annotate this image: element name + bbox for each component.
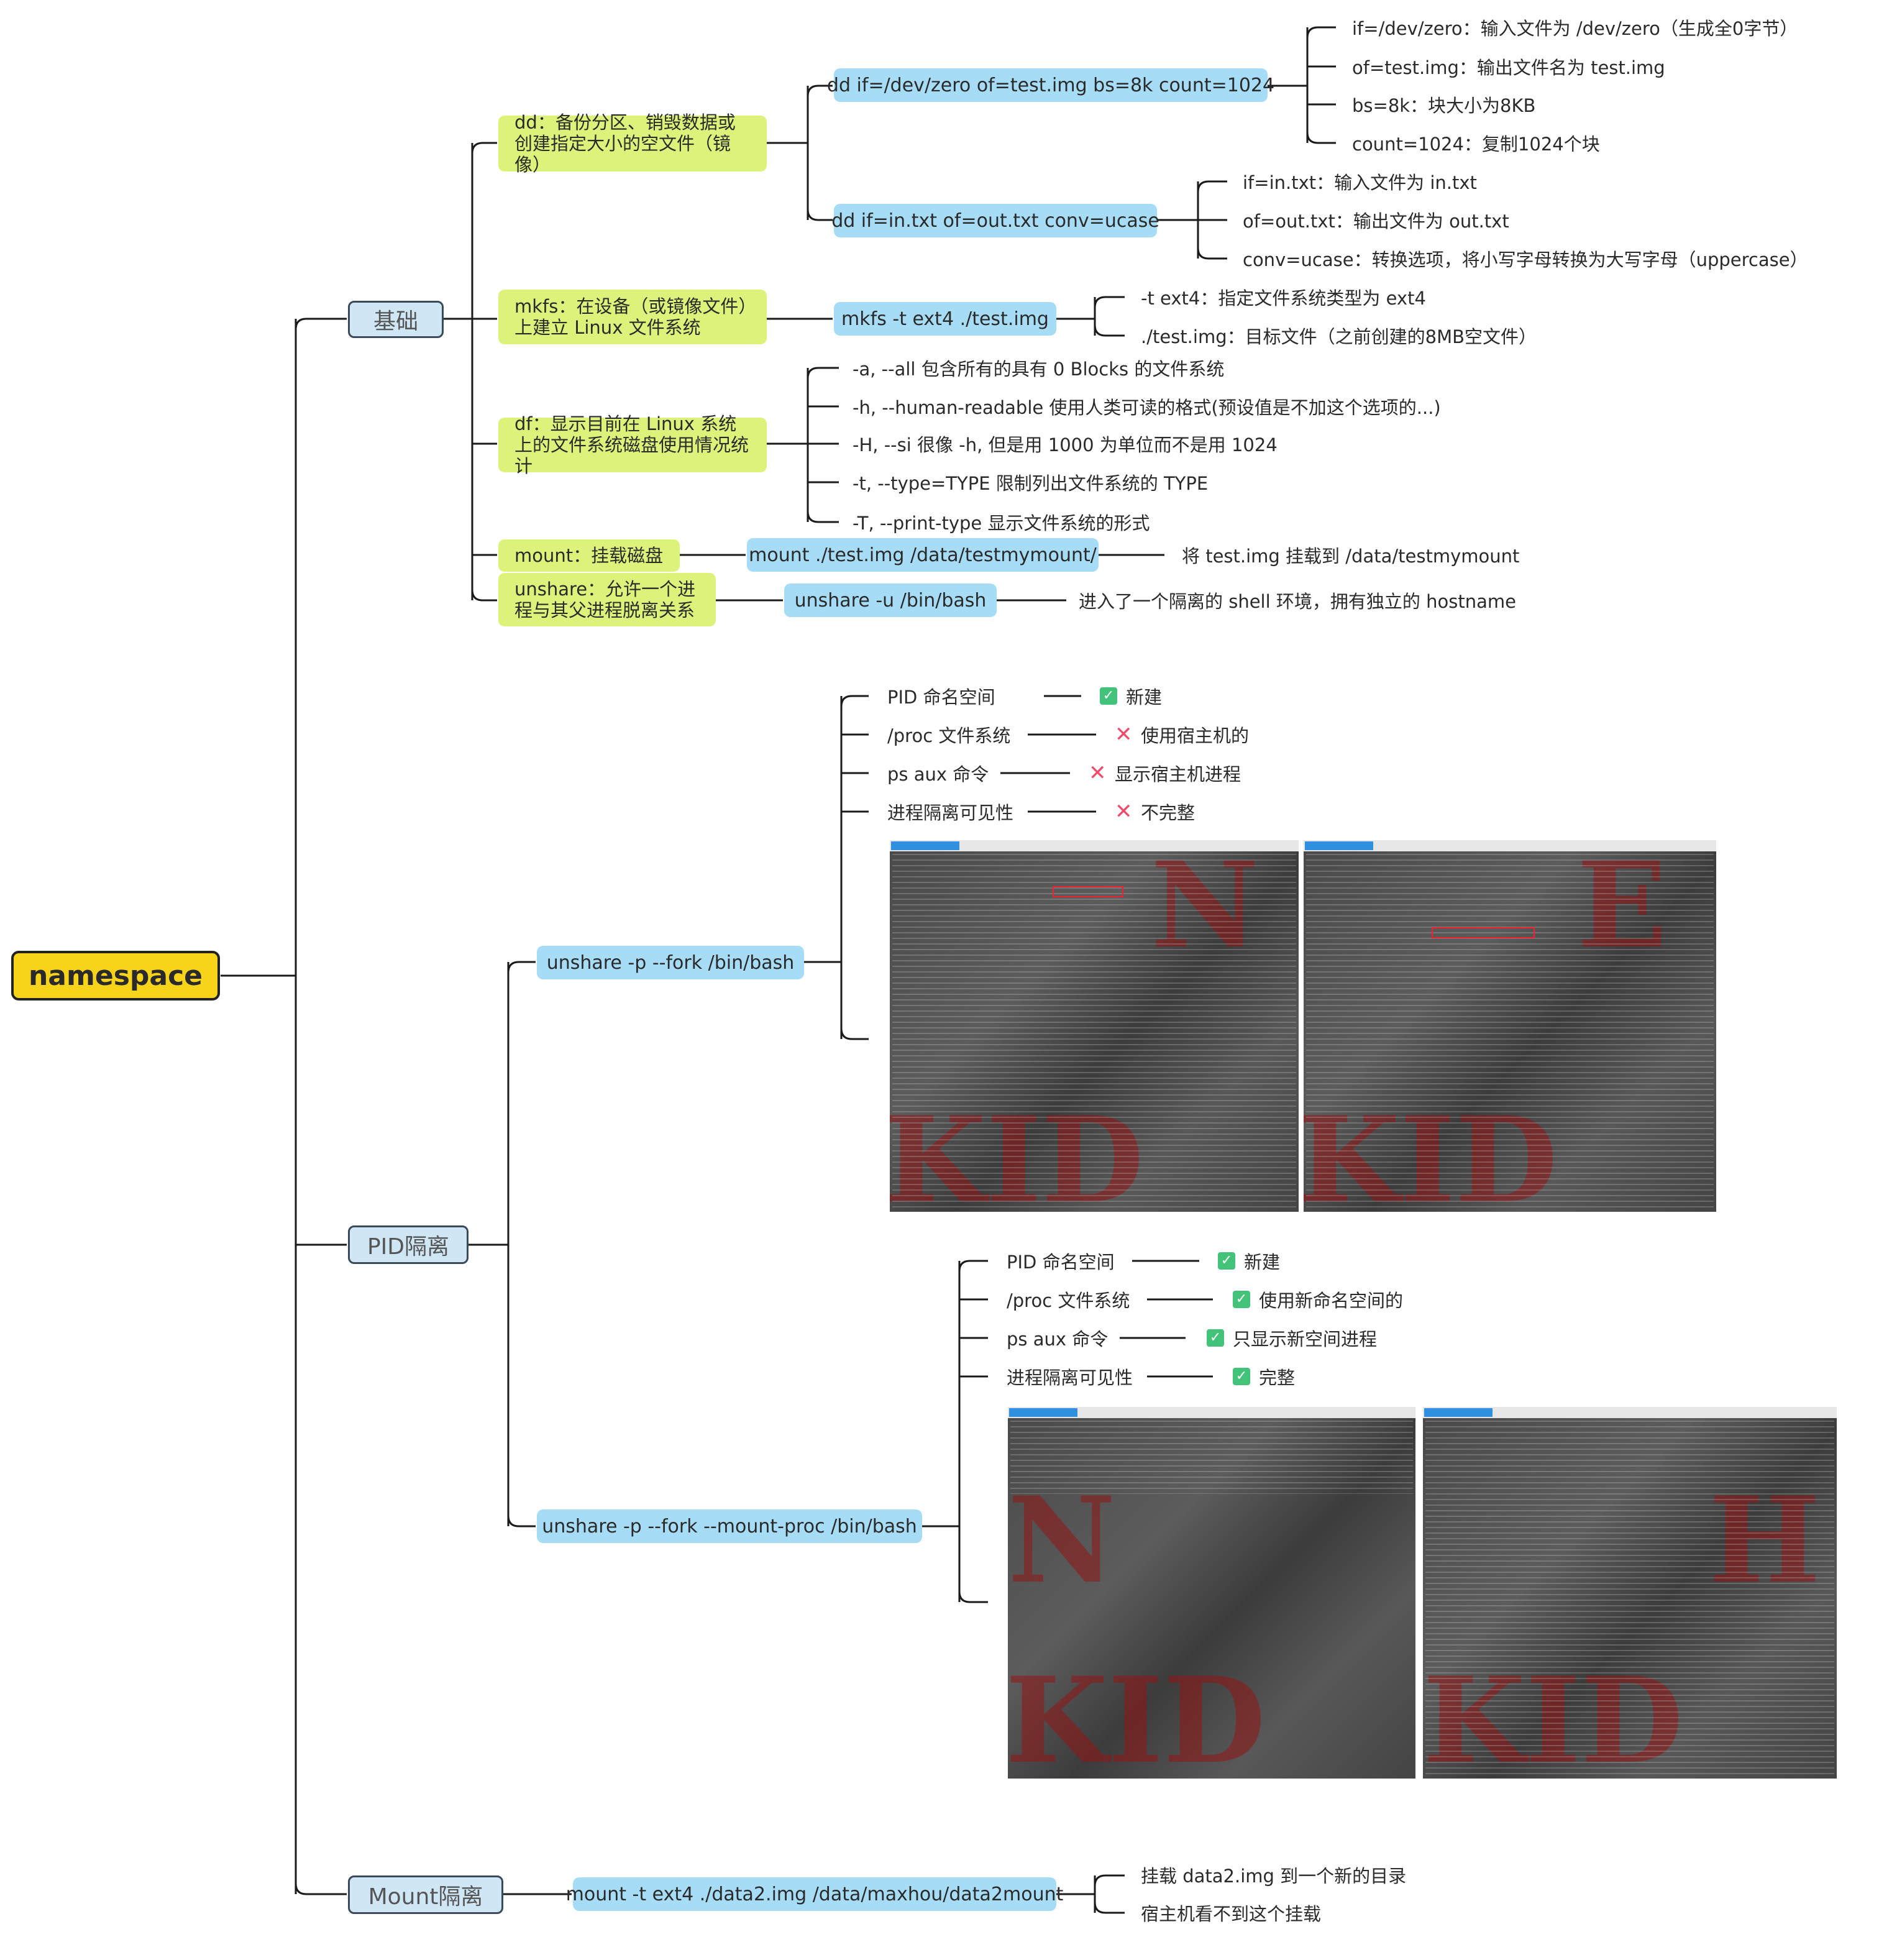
root-node[interactable]: namespace — [11, 951, 220, 1001]
pid1-row3-status: ✕ 显示宿主机进程 — [1089, 761, 1241, 785]
pid1-row2-status: ✕ 使用宿主机的 — [1115, 723, 1249, 746]
pid1-row4-status: ✕ 不完整 — [1115, 800, 1195, 823]
check-icon: ✓ — [1100, 687, 1117, 705]
pid1-row2-value: 使用宿主机的 — [1141, 725, 1250, 746]
pid1-row3-label: ps aux 命令 — [887, 764, 989, 785]
check-icon: ✓ — [1218, 1252, 1235, 1270]
mount-ns-detail-host-hidden: 宿主机看不到这个挂载 — [1141, 1903, 1322, 1925]
dd-node[interactable]: dd：备份分区、销毁数据或创建指定大小的空文件（镜像） — [498, 112, 767, 175]
pid1-row1-label: PID 命名空间 — [887, 687, 995, 708]
mount-ns-detail-new-dir: 挂载 data2.img 到一个新的目录 — [1141, 1866, 1407, 1887]
cross-icon: ✕ — [1089, 761, 1107, 785]
check-icon: ✓ — [1207, 1329, 1224, 1347]
dd-ucase-command[interactable]: dd if=in.txt of=out.txt conv=ucase — [831, 204, 1159, 237]
terminal-screenshot-host: N KID — [890, 840, 1299, 1212]
pid2-row3-label: ps aux 命令 — [1007, 1329, 1109, 1350]
df-option-all: -a, --all 包含所有的具有 0 Blocks 的文件系统 — [853, 359, 1225, 380]
unshare-command[interactable]: unshare -u /bin/bash — [784, 584, 997, 617]
pid-mount-proc-command[interactable]: unshare -p --fork --mount-proc /bin/bash — [537, 1509, 922, 1543]
dd2-detail-conv: conv=ucase：转换选项，将小写字母转换为大写字母（uppercase） — [1243, 249, 1808, 270]
mount-command[interactable]: mount ./test.img /data/testmymount/ — [747, 538, 1099, 572]
pid2-row2-value: 使用新命名空间的 — [1259, 1290, 1404, 1311]
mount-ns-command[interactable]: mount -t ext4 ./data2.img /data/maxhou/d… — [566, 1877, 1063, 1911]
df-option-si: -H, --si 很像 -h, 但是用 1000 为单位而不是用 1024 — [853, 434, 1278, 456]
unshare-result: 进入了一个隔离的 shell 环境，拥有独立的 hostname — [1079, 591, 1516, 612]
pid1-row2-label: /proc 文件系统 — [887, 725, 1011, 746]
dd-detail-bs: bs=8k：块大小为8KB — [1352, 95, 1536, 116]
pid1-row1-value: 新建 — [1126, 687, 1163, 708]
df-option-print-type: -T, --print-type 显示文件系统的形式 — [853, 513, 1150, 534]
category-mount[interactable]: Mount隔离 — [348, 1875, 503, 1914]
df-node[interactable]: df：显示目前在 Linux 系统上的文件系统磁盘使用情况统计 — [498, 413, 767, 477]
pid2-row4-status: ✓ 完整 — [1233, 1365, 1295, 1388]
unshare-node[interactable]: unshare：允许一个进程与其父进程脱离关系 — [498, 573, 716, 626]
mount-node[interactable]: mount：挂载磁盘 — [498, 539, 680, 572]
check-icon: ✓ — [1233, 1368, 1250, 1385]
cross-icon: ✕ — [1115, 722, 1133, 747]
dd-detail-of: of=test.img：输出文件名为 test.img — [1352, 57, 1665, 78]
mkfs-command[interactable]: mkfs -t ext4 ./test.img — [834, 302, 1056, 336]
pid1-row4-label: 进程隔离可见性 — [887, 802, 1014, 823]
category-pid[interactable]: PID隔离 — [348, 1225, 469, 1264]
pid2-row2-label: /proc 文件系统 — [1007, 1290, 1130, 1311]
pid2-row2-status: ✓ 使用新命名空间的 — [1233, 1288, 1403, 1311]
dd-zero-command[interactable]: dd if=/dev/zero of=test.img bs=8k count=… — [827, 68, 1274, 102]
pid2-row4-label: 进程隔离可见性 — [1007, 1367, 1133, 1388]
mkfs-detail-type: -t ext4：指定文件系统类型为 ext4 — [1141, 288, 1426, 309]
pid1-row1-status: ✓ 新建 — [1100, 685, 1163, 708]
pid1-row3-value: 显示宿主机进程 — [1115, 764, 1241, 785]
mkfs-detail-target: ./test.img：目标文件（之前创建的8MB空文件） — [1141, 326, 1537, 347]
pid2-row1-label: PID 命名空间 — [1007, 1252, 1115, 1273]
pid2-row4-value: 完整 — [1259, 1367, 1296, 1388]
cross-icon: ✕ — [1115, 799, 1133, 824]
terminal-screenshot-host-2: H KID — [1423, 1407, 1837, 1779]
df-option-human: -h, --human-readable 使用人类可读的格式(预设值是不加这个选… — [853, 397, 1441, 418]
pid-fork-command[interactable]: unshare -p --fork /bin/bash — [537, 946, 804, 979]
mkfs-node[interactable]: mkfs：在设备（或镜像文件）上建立 Linux 文件系统 — [498, 290, 767, 344]
pid1-row4-value: 不完整 — [1141, 802, 1196, 823]
terminal-screenshot-namespace: E KID — [1304, 840, 1716, 1212]
pid2-row3-status: ✓ 只显示新空间进程 — [1207, 1327, 1378, 1350]
terminal-screenshot-mount-proc: N KID — [1008, 1407, 1415, 1779]
dd2-detail-of: of=out.txt：输出文件为 out.txt — [1243, 211, 1509, 232]
pid2-row3-value: 只显示新空间进程 — [1233, 1329, 1378, 1350]
pid2-row1-value: 新建 — [1244, 1252, 1281, 1273]
mount-result: 将 test.img 挂载到 /data/testmymount — [1182, 546, 1520, 567]
dd2-detail-if: if=in.txt：输入文件为 in.txt — [1243, 172, 1477, 193]
pid2-row1-status: ✓ 新建 — [1218, 1250, 1281, 1273]
check-icon: ✓ — [1233, 1291, 1250, 1308]
category-basic[interactable]: 基础 — [348, 301, 444, 338]
dd-detail-count: count=1024：复制1024个块 — [1352, 134, 1600, 155]
df-option-type: -t, --type=TYPE 限制列出文件系统的 TYPE — [853, 473, 1209, 494]
dd-detail-if: if=/dev/zero：输入文件为 /dev/zero（生成全0字节） — [1352, 18, 1798, 39]
